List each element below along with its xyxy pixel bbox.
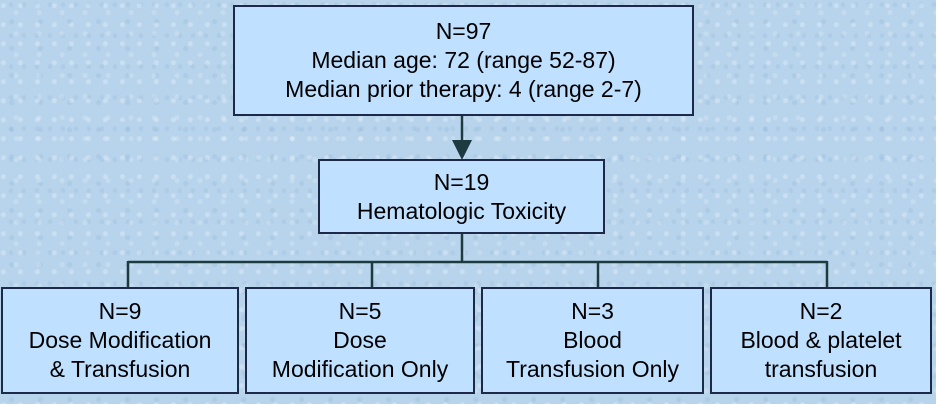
outcome-label-line2: Modification Only <box>271 356 449 382</box>
outcome-label-line1: Blood <box>563 327 622 353</box>
outcome-label-line2: & Transfusion <box>49 356 191 382</box>
outcome-label-line1: Dose <box>333 327 387 353</box>
outcome-label-line1: Dose Modification <box>28 327 212 353</box>
dose-modification-only-box: N=5 Dose Modification Only <box>245 287 475 394</box>
hematologic-toxicity-count: N=19 <box>433 168 490 195</box>
outcome-count: N=5 <box>338 298 382 324</box>
median-age-text: Median age: 72 (range 52-87) <box>311 47 616 73</box>
dose-modification-transfusion-box: N=9 Dose Modification & Transfusion <box>1 287 239 394</box>
hematologic-toxicity-box: N=19 Hematologic Toxicity <box>318 159 605 234</box>
overall-cohort-box: N=97 Median age: 72 (range 52-87) Median… <box>233 5 694 116</box>
outcome-count: N=2 <box>799 298 843 324</box>
blood-platelet-transfusion-box: N=2 Blood & platelet transfusion <box>710 287 932 394</box>
outcome-label-line1: Blood & platelet <box>740 327 902 353</box>
overall-cohort-count: N=97 <box>435 18 492 44</box>
outcome-label-line2: Transfusion Only <box>506 356 679 382</box>
outcome-label-line2: transfusion <box>764 356 878 382</box>
median-prior-therapy-text: Median prior therapy: 4 (range 2-7) <box>285 76 642 102</box>
outcome-count: N=9 <box>98 298 142 324</box>
outcome-count: N=3 <box>571 298 614 324</box>
blood-transfusion-only-box: N=3 Blood Transfusion Only <box>481 287 704 394</box>
hematologic-toxicity-label: Hematologic Toxicity <box>356 197 567 224</box>
